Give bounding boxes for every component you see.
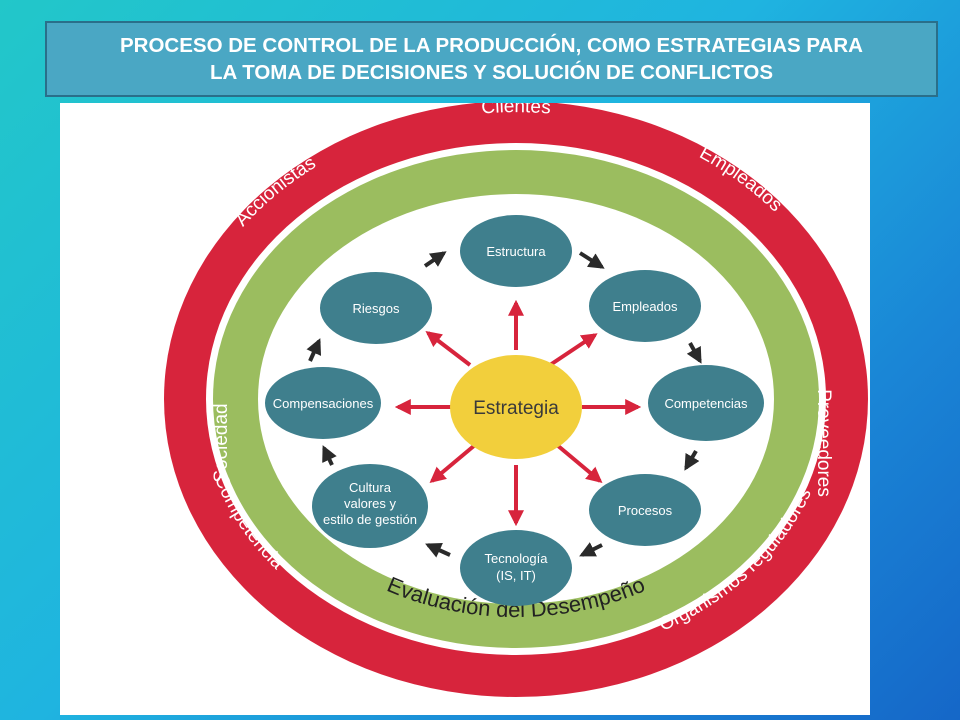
cycle-arrow-6 [425, 543, 451, 558]
cycle-arrow-1 [423, 251, 447, 268]
cycle-arrow-4 [684, 449, 700, 471]
page-title: PROCESO DE CONTROL DE LA PRODUCCIÓN, COM… [120, 32, 863, 86]
title-banner: PROCESO DE CONTROL DE LA PRODUCCIÓN, COM… [45, 21, 938, 97]
center-strategy-label: Estrategia [473, 398, 559, 419]
diagram-panel: Clientes Accionistas Empleados Sociedad … [60, 103, 870, 715]
cycle-arrow-3 [686, 342, 702, 364]
node-label-cultura-1: Cultura [349, 480, 392, 495]
node-competencias [648, 365, 764, 441]
node-label-empleados: Empleados [612, 299, 678, 314]
ring-label-sociedad: Sociedad [211, 403, 232, 482]
title-line-2: LA TOMA DE DECISIONES Y SOLUCIÓN DE CONF… [209, 61, 774, 84]
title-line-1: PROCESO DE CONTROL DE LA PRODUCCIÓN, COM… [120, 34, 863, 57]
node-estructura [460, 215, 572, 287]
node-cultura [312, 464, 428, 548]
radial-arrow-procesos [555, 443, 603, 484]
node-label-estructura: Estructura [486, 244, 546, 259]
node-empleados [589, 270, 701, 342]
node-tecnologia [460, 530, 572, 606]
radial-arrow-riesgos [425, 331, 472, 367]
radial-arrow-cultura [429, 443, 477, 484]
node-label-competencias: Competencias [664, 396, 748, 411]
strategy-diagram: Clientes Accionistas Empleados Sociedad … [164, 103, 868, 697]
cycle-arrow-7 [322, 445, 337, 466]
node-label-cultura-2: valores y [344, 496, 397, 511]
cycle-arrow-8 [306, 338, 322, 362]
radial-arrow-empleados [548, 333, 598, 367]
cycle-arrow-2 [578, 251, 605, 269]
node-label-procesos: Procesos [618, 503, 673, 518]
node-label-compensaciones: Compensaciones [273, 396, 374, 411]
cycle-arrow-5 [579, 542, 603, 557]
node-label-cultura-3: estilo de gestión [323, 512, 417, 527]
ring-label-proveedores: Proveedores [813, 389, 834, 497]
node-procesos [589, 474, 701, 546]
center-strategy-node [450, 355, 582, 459]
node-compensaciones [265, 367, 381, 439]
ring-label-clientes: Clientes [481, 103, 552, 119]
node-label-riesgos: Riesgos [353, 301, 400, 316]
node-riesgos [320, 272, 432, 344]
node-label-tecnologia-1: Tecnología [485, 551, 549, 566]
node-label-tecnologia-2: (IS, IT) [496, 568, 536, 583]
